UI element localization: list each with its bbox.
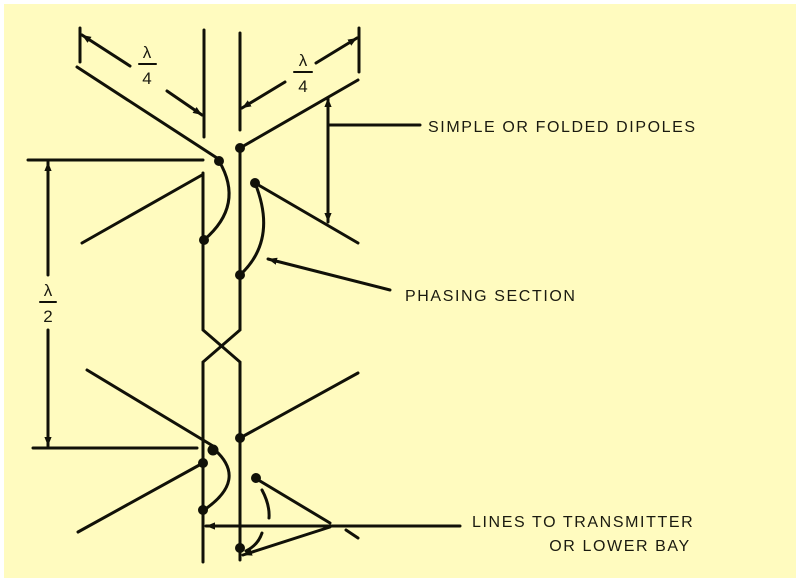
half-wave-dimension [26, 158, 205, 450]
junction-dots [198, 143, 261, 553]
lines-to-transmitter-label: LINES TO TRANSMITTER [472, 514, 694, 531]
quarter-wave-dimension-left [78, 26, 204, 117]
quarter-wave-left-numerator: λ [143, 43, 152, 62]
phasing-leader-arrow [266, 257, 392, 292]
phasing-section-label: PHASING SECTION [405, 288, 577, 305]
dipole-leader [324, 96, 422, 224]
dipoles-label: SIMPLE OR FOLDED DIPOLES [428, 119, 697, 136]
background [4, 4, 796, 578]
quarter-wave-right-numerator: λ [299, 51, 308, 70]
quarter-wave-right-denominator: 4 [298, 77, 307, 96]
lower-bay-dipoles [76, 368, 360, 553]
half-wave-denominator: 2 [43, 307, 52, 326]
quarter-wave-dimension-right [240, 26, 361, 110]
quarter-wave-left-denominator: 4 [142, 69, 151, 88]
or-lower-bay-label: OR LOWER BAY [549, 538, 691, 555]
half-wave-numerator: λ [44, 281, 53, 300]
upper-bay-dipoles [75, 65, 360, 277]
transmitter-leader [204, 522, 462, 557]
